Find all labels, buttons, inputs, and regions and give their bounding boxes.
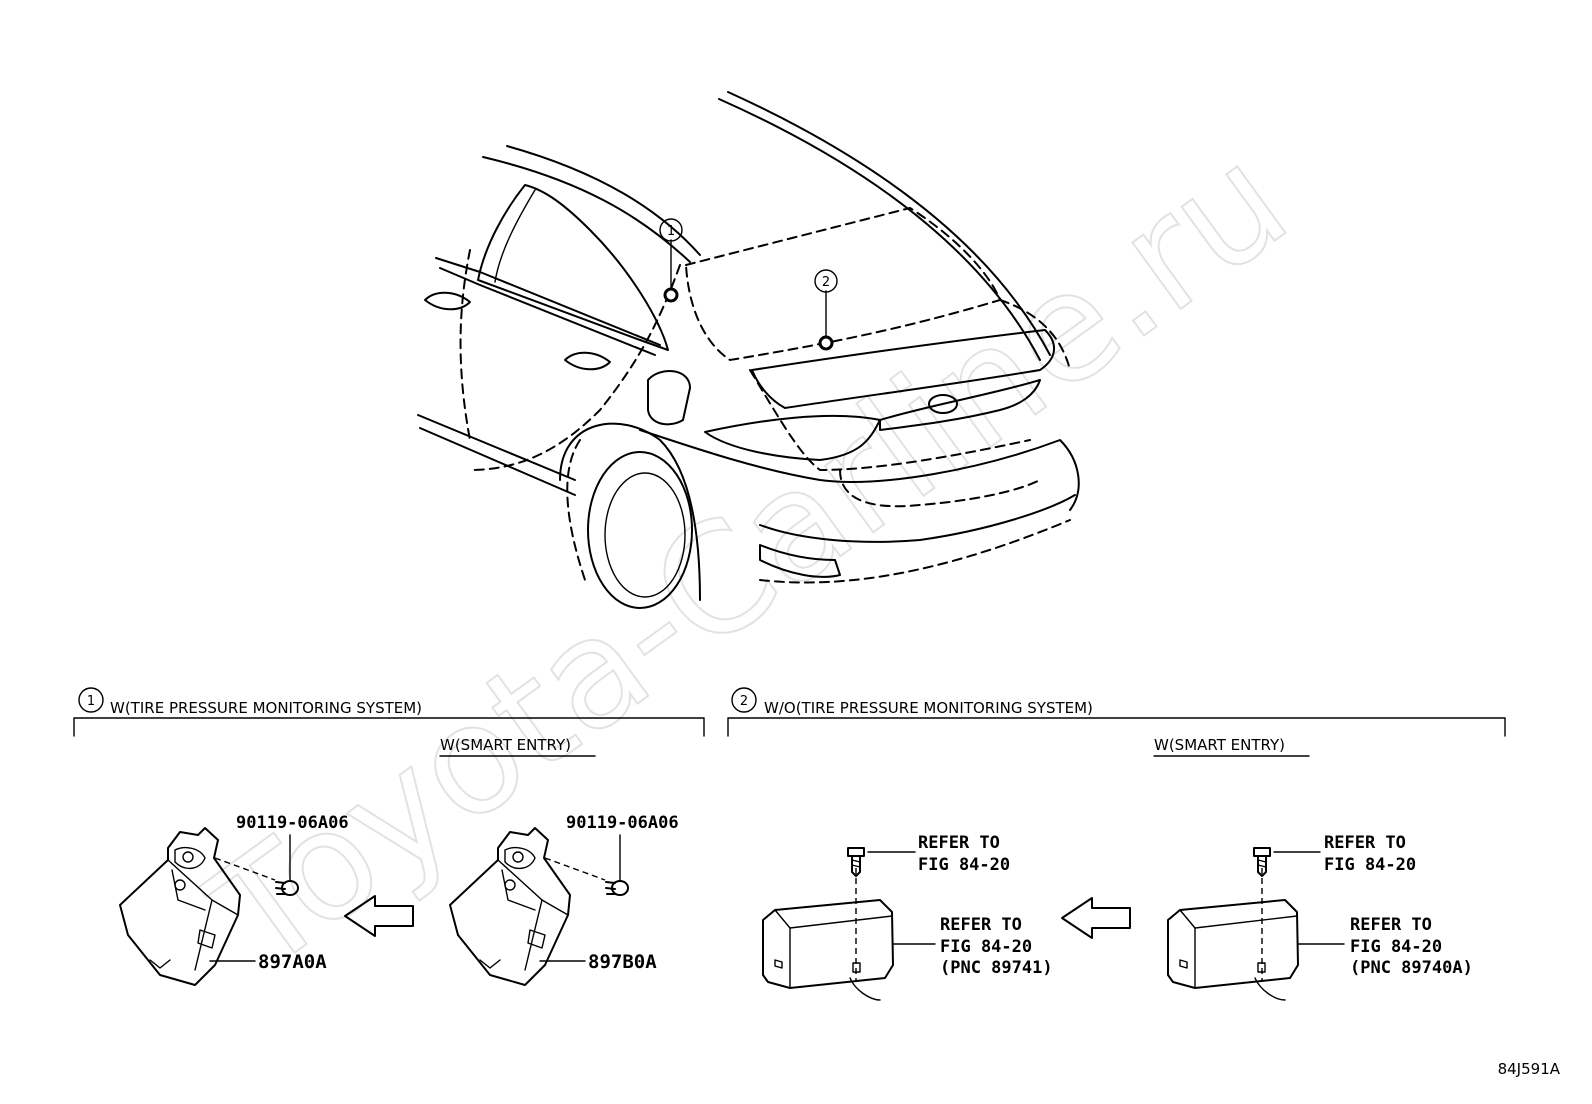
bolt-ref-right-line1: REFER TO: [1324, 833, 1406, 853]
unit-ref-right-line1: REFER TO: [1350, 915, 1432, 935]
bolt-right-2: [1253, 847, 1321, 877]
direction-arrow-2: [1061, 897, 1131, 939]
unit-ref-right-line3: (PNC 89740A): [1350, 958, 1473, 978]
section-1-subtitle: W(SMART ENTRY): [440, 736, 571, 754]
section-2-title: W/O(TIRE PRESSURE MONITORING SYSTEM): [764, 699, 1093, 717]
car-illustration: 1 2: [417, 91, 1080, 609]
bolt-ref-right-line2: FIG 84-20: [1324, 855, 1416, 875]
section-2-number: 2: [740, 694, 748, 709]
section-2-header: 2 W/O(TIRE PRESSURE MONITORING SYSTEM) W…: [727, 687, 1506, 757]
section-1-number: 1: [87, 694, 95, 709]
section-1-header: 1 W(TIRE PRESSURE MONITORING SYSTEM) W(S…: [73, 687, 705, 757]
bolt-left-2: [847, 847, 916, 877]
watermark: Toyota-Carline.ru: [182, 113, 1318, 1005]
bracket-897b0a: [449, 827, 606, 986]
callout-1-number: 1: [667, 224, 675, 239]
control-unit-left: [762, 868, 894, 1001]
bolt-part-number-right: 90119-06A06: [566, 813, 679, 833]
bolt-right-1: [605, 834, 629, 896]
part-number-897b0a: 897B0A: [588, 951, 657, 973]
part-number-897a0a: 897A0A: [258, 951, 327, 973]
bolt-ref-left-line1: REFER TO: [918, 833, 1000, 853]
unit-ref-right-line2: FIG 84-20: [1350, 937, 1442, 957]
unit-ref-left-line2: FIG 84-20: [940, 937, 1032, 957]
bolt-left-1: [275, 834, 299, 896]
bolt-part-number-left: 90119-06A06: [236, 813, 349, 833]
unit-ref-left-line1: REFER TO: [940, 915, 1022, 935]
bracket-897a0a: [119, 827, 276, 986]
callout-2-number: 2: [822, 275, 830, 290]
bolt-ref-left-line2: FIG 84-20: [918, 855, 1010, 875]
control-unit-right: [1167, 868, 1299, 1001]
direction-arrow-1: [344, 895, 414, 937]
unit-ref-left-line3: (PNC 89741): [940, 958, 1053, 978]
section-1-title: W(TIRE PRESSURE MONITORING SYSTEM): [110, 699, 422, 717]
figure-code: 84J591A: [1498, 1060, 1561, 1078]
section-2-subtitle: W(SMART ENTRY): [1154, 736, 1285, 754]
